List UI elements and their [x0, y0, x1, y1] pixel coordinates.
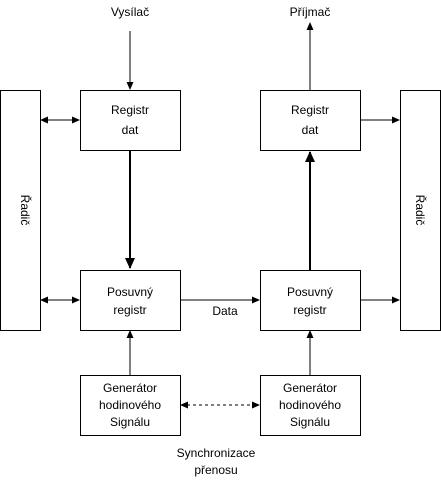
generator-left-line-1: Generátor [103, 381, 157, 395]
posuvny-registr-left-line-2: registr [113, 303, 146, 317]
posuvny-registr-right-line-1: Posuvný [287, 285, 333, 299]
generator-right-box [260, 375, 361, 436]
registr-dat-left-line-1: Registr [111, 103, 149, 117]
radic-left-label: Řadič [18, 195, 33, 226]
registr-dat-right-line-1: Registr [291, 103, 329, 117]
generator-right-line-3: Signálu [290, 415, 330, 429]
generator-left-line-3: Signálu [110, 415, 150, 429]
radic-right-label: Řadič [413, 195, 428, 226]
radic-left-box [0, 90, 41, 331]
posuvny-registr-right-line-2: registr [293, 303, 326, 317]
boxes [0, 90, 441, 436]
prijmac-label: Příjmač [290, 5, 331, 19]
registr-dat-left-line-2: dat [122, 123, 139, 137]
posuvny-registr-left-line-1: Posuvný [107, 285, 153, 299]
generator-right-line-2: hodinového [279, 398, 341, 412]
posuvny-registr-left-box [80, 270, 181, 331]
generator-left-line-2: hodinového [99, 398, 161, 412]
vysilac-label: Vysílač [111, 5, 149, 19]
generator-right-line-1: Generátor [283, 381, 337, 395]
synchronizace-line-2: přenosu [194, 463, 237, 477]
synchronizace-line-1: Synchronizace [177, 446, 256, 460]
registr-dat-right-line-2: dat [302, 123, 319, 137]
posuvny-registr-right-box [260, 270, 361, 331]
registr-dat-right-box [260, 90, 361, 151]
connectors [40, 22, 400, 409]
labels: Vysílač Příjmač Řadič Řadič Registr dat … [18, 5, 428, 477]
radic-right-box [400, 90, 441, 331]
data-label: Data [212, 304, 238, 318]
generator-left-box [80, 375, 181, 436]
registr-dat-left-box [80, 90, 181, 151]
